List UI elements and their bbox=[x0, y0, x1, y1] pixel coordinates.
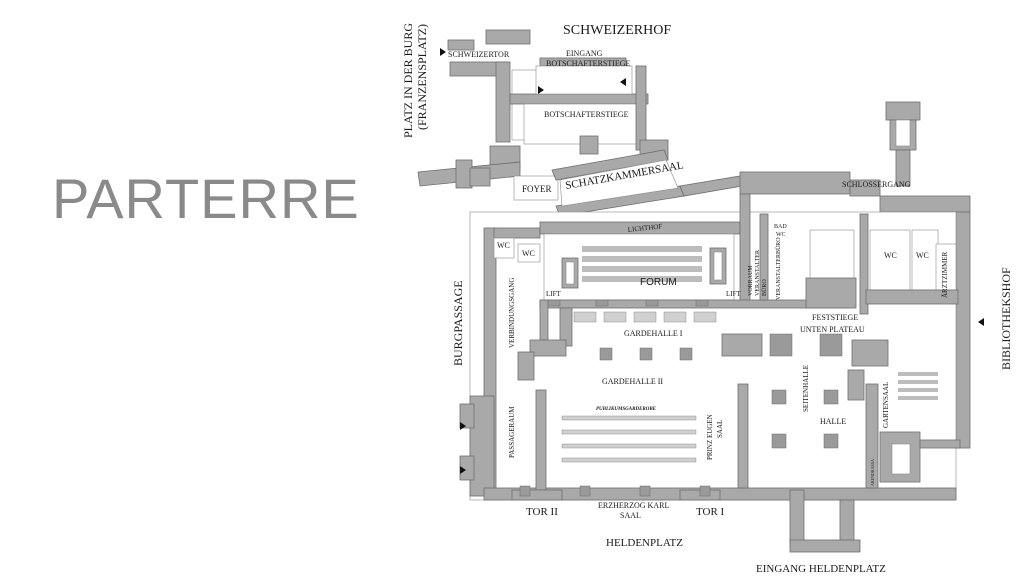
label-wc-2: WC bbox=[522, 249, 535, 258]
label-schlossergang: SCHLOSSERGANG bbox=[842, 180, 911, 189]
hall-columns bbox=[519, 299, 843, 497]
arrow-botschafterstiege-left bbox=[538, 86, 544, 94]
main-body bbox=[459, 193, 961, 553]
label-wc-5: WC bbox=[916, 251, 929, 260]
label-passageraum: PASSAGERAUM bbox=[508, 406, 516, 458]
label-erzherzog-line1: ERZHERZOG KARL bbox=[598, 501, 669, 510]
arrow-botschafterstiege-right bbox=[620, 78, 626, 86]
label-erzherzog-line2: SAAL bbox=[620, 511, 641, 520]
label-publikumsgarderobe: PUBLIKUMSGARDEROBE bbox=[596, 407, 657, 412]
label-bibliothekshof: BIBLIOTHEKSHOF bbox=[999, 267, 1013, 370]
label-gardehalle-1: GARDEHALLE I bbox=[624, 329, 683, 338]
label-tor-1: TOR I bbox=[696, 506, 725, 518]
label-platz-line1: PLATZ IN DER BURG bbox=[401, 23, 415, 138]
label-botschafterstiege-top: BOTSCHAFTERSTIEGE bbox=[546, 59, 631, 68]
label-platz-line2: (FRANZENSPLATZ) bbox=[415, 24, 429, 130]
label-prinz-eugen-line1: PRINZ EUGEN bbox=[706, 414, 714, 460]
label-schweizertor: SCHWEIZERTOR bbox=[448, 50, 510, 59]
label-forum: FORUM bbox=[640, 277, 677, 288]
label-prinz-eugen-line2: SAAL bbox=[716, 420, 724, 438]
label-verbindungsgang: VERBINDUNGSGANG bbox=[508, 278, 516, 348]
east-tower bbox=[879, 101, 971, 449]
label-wc-1: WC bbox=[497, 241, 510, 250]
arrow-burgpassage-upper bbox=[460, 422, 466, 430]
label-arztzimmer: ÄRZTZIMMER bbox=[941, 251, 949, 298]
gartensaal-seating bbox=[898, 372, 938, 400]
label-feststiege-line1: FESTSTIEGE bbox=[812, 313, 858, 322]
schatzkammer-wing bbox=[417, 149, 881, 217]
label-lift-left: LIFT bbox=[546, 290, 562, 298]
label-veranstalterburo: VERANSTALTERBÜRO bbox=[775, 237, 782, 300]
page-title: PARTERRE bbox=[52, 167, 360, 230]
label-lichthof: LICHTHOF bbox=[627, 222, 662, 234]
label-burgpassage: BURGPASSAGE bbox=[451, 280, 465, 366]
arrow-burgpassage-lower bbox=[460, 466, 466, 474]
label-gardehalle-2: GARDEHALLE II bbox=[602, 377, 663, 386]
label-gartensaal: GARTENSAAL bbox=[882, 382, 890, 428]
label-vorraum-line1: VORRAUM bbox=[748, 265, 754, 296]
label-feststiege-line2: UNTEN PLATEAU bbox=[800, 325, 865, 334]
label-vorraum-line3: BÜRO bbox=[761, 279, 768, 296]
arrow-schweizertor bbox=[440, 48, 446, 56]
label-foyer: FOYER bbox=[522, 184, 552, 194]
label-wc-4: WC bbox=[884, 251, 897, 260]
forum-seating bbox=[582, 246, 702, 282]
label-heldenplatz: HELDENPLATZ bbox=[606, 537, 683, 549]
label-tor-2: TOR II bbox=[526, 506, 558, 518]
label-vorraum-line2: VERANSTALTER bbox=[755, 250, 761, 296]
gardehalle-tables bbox=[573, 311, 717, 323]
garderobe-racks bbox=[561, 415, 697, 463]
label-wc-3: WC bbox=[776, 232, 786, 238]
label-halle: HALLE bbox=[820, 417, 846, 426]
label-seitenhalle: SEITENHALLE bbox=[802, 365, 810, 412]
label-lift-right: LIFT bbox=[726, 290, 742, 298]
label-abendkassa: ABENDKASSA bbox=[870, 459, 875, 486]
arrow-bibliothekshof bbox=[978, 318, 984, 326]
north-wing bbox=[447, 29, 669, 171]
entrance-arrows bbox=[440, 48, 984, 474]
label-botschafterstiege: BOTSCHAFTERSTIEGE bbox=[544, 110, 629, 119]
label-eingang: EINGANG bbox=[566, 49, 603, 58]
label-eingang-heldenplatz: EINGANG HELDENPLATZ bbox=[756, 563, 886, 575]
label-schweizerhof: SCHWEIZERHOF bbox=[563, 23, 671, 38]
label-bad: BAD bbox=[774, 224, 787, 230]
